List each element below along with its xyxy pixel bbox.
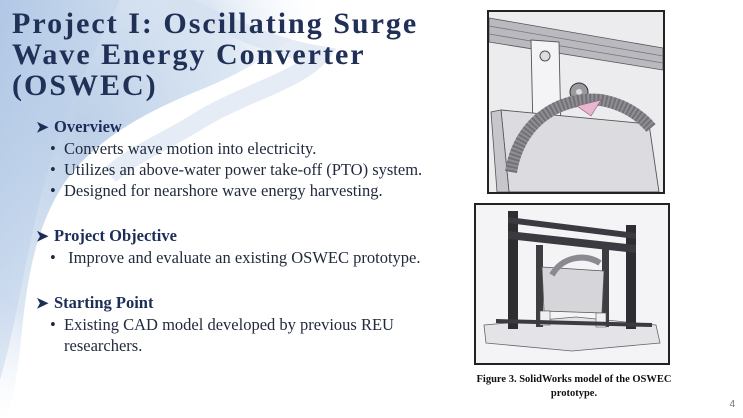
bullet-dot-icon: •: [50, 139, 56, 158]
arrow-right-icon: ➤: [36, 295, 49, 312]
list-item-text: Designed for nearshore wave energy harve…: [64, 181, 383, 200]
section-heading-text: Starting Point: [54, 293, 154, 312]
list-item: • Improve and evaluate an existing OSWEC…: [36, 247, 476, 268]
arrow-right-icon: ➤: [36, 119, 49, 136]
section-heading: ➤ Overview: [36, 116, 476, 138]
section-heading-text: Overview: [54, 117, 122, 136]
figure-caption: Figure 3. SolidWorks model of the OSWEC …: [476, 374, 672, 399]
list-item-text: Existing CAD model developed by previous…: [64, 315, 394, 355]
cad-closeup-image: [487, 10, 665, 194]
list-item: • Utilizes an above-water power take-off…: [36, 159, 476, 180]
cad-assembly-image: [474, 203, 670, 365]
list-item-text: Utilizes an above-water power take-off (…: [64, 160, 423, 179]
list-item: • Designed for nearshore wave energy har…: [36, 180, 476, 201]
list-item: • Converts wave motion into electricity.: [36, 138, 476, 159]
slide-title: Project I: Oscillating Surge Wave Energy…: [12, 7, 419, 102]
section-heading-text: Project Objective: [54, 226, 177, 245]
section-starting-point: ➤ Starting Point • Existing CAD model de…: [36, 292, 476, 356]
list-item: • Existing CAD model developed by previo…: [36, 314, 476, 356]
list-item-text: Improve and evaluate an existing OSWEC p…: [64, 248, 421, 267]
section-project-objective: ➤ Project Objective • Improve and evalua…: [36, 225, 476, 268]
section-overview: ➤ Overview • Converts wave motion into e…: [36, 116, 476, 201]
section-heading: ➤ Project Objective: [36, 225, 476, 247]
list-item-text: Converts wave motion into electricity.: [64, 139, 317, 158]
bullet-dot-icon: •: [50, 315, 56, 334]
section-heading: ➤ Starting Point: [36, 292, 476, 314]
bullet-dot-icon: •: [50, 160, 56, 179]
slide-content: ➤ Overview • Converts wave motion into e…: [36, 116, 476, 370]
arrow-right-icon: ➤: [36, 228, 49, 245]
cad-closeup-drawing: [489, 12, 663, 192]
page-number: 4: [729, 399, 735, 410]
bullet-dot-icon: •: [50, 181, 56, 200]
cad-assembly-drawing: [476, 205, 668, 363]
bullet-dot-icon: •: [50, 248, 56, 267]
